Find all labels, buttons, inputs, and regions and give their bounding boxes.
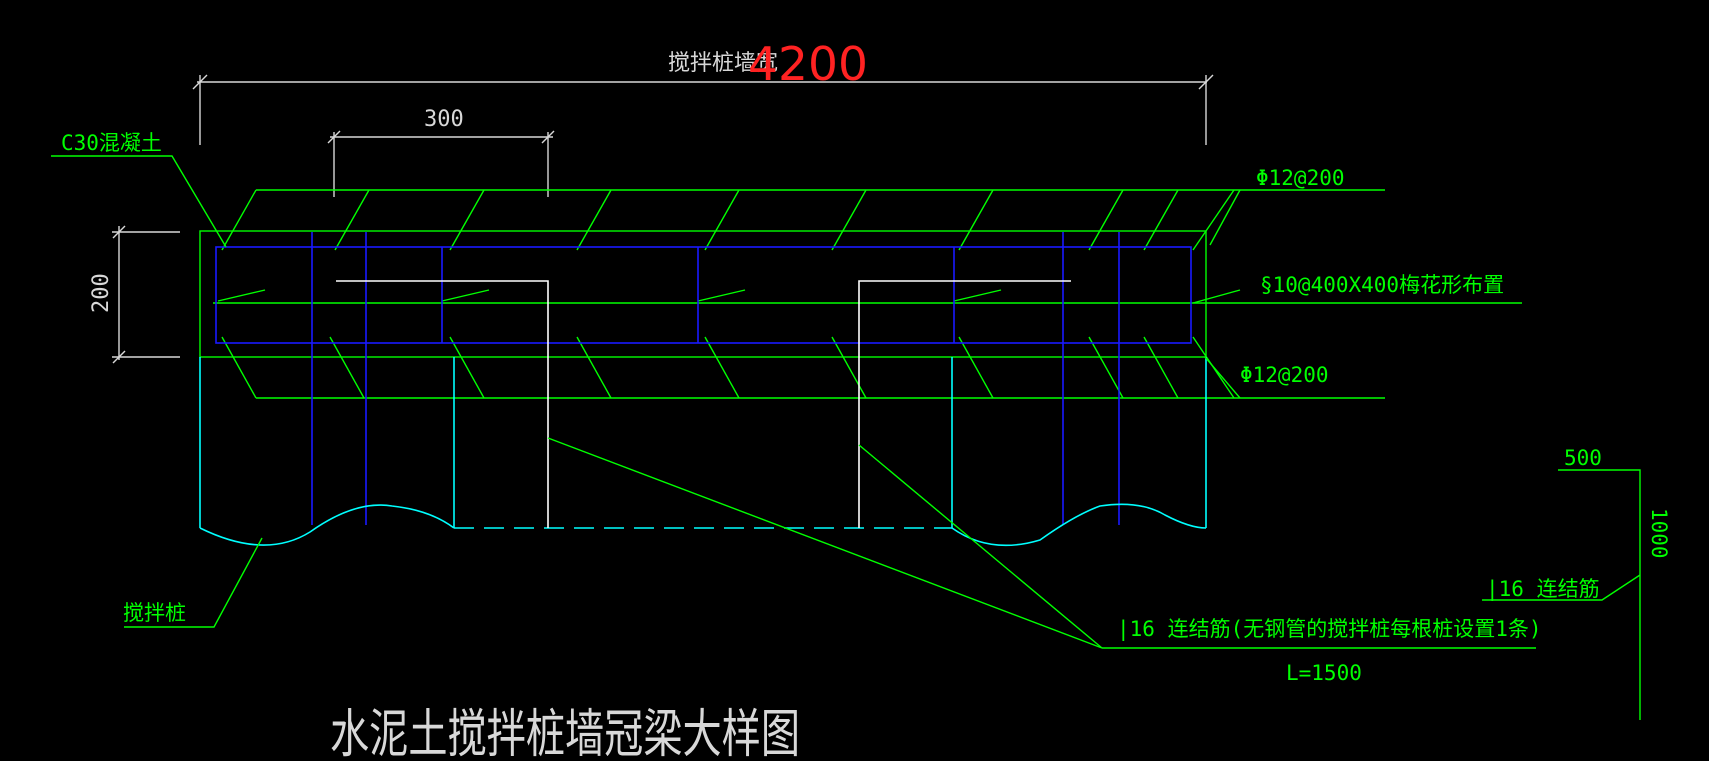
connector-length-label: L=1500	[1286, 661, 1362, 685]
tie-marks	[217, 289, 1002, 302]
spacing-label: 300	[424, 107, 464, 132]
top-stirrup-marks	[221, 189, 1235, 251]
bottom-stirrup-marks	[221, 336, 1235, 399]
detail-connector-label: |16 连结筋	[1486, 577, 1600, 602]
connector-detail	[1482, 469, 1641, 720]
detail-width-label: 500	[1564, 446, 1602, 470]
connector-bars	[336, 280, 1071, 528]
spacing-dimension	[327, 130, 555, 197]
pile-outline	[199, 357, 1207, 547]
tie-rebar-label: §10@400X400梅花形布置	[1260, 273, 1504, 297]
rebar-cage	[215, 232, 1192, 525]
leader-lines	[51, 155, 1536, 649]
top-rebar-label: Φ12@200	[1256, 166, 1345, 190]
beam-outline	[199, 189, 1522, 399]
beam-height-label: 200	[89, 273, 114, 313]
wall-width-label: 搅拌桩墙宽	[668, 51, 778, 76]
beam-height-dimension	[112, 225, 180, 364]
pile-label: 搅拌桩	[123, 601, 186, 625]
wall-width-dimension	[192, 74, 1214, 145]
detail-height-label: 1000	[1647, 508, 1671, 559]
bottom-rebar-label: Φ12@200	[1240, 363, 1329, 387]
drawing-title: 水泥土搅拌桩墙冠梁大样图	[330, 705, 800, 761]
connector-label: |16 连结筋(无钢管的搅拌桩每根桩设置1条)	[1117, 617, 1542, 642]
wall-width-value: 4200	[748, 37, 868, 91]
concrete-label: C30混凝土	[61, 131, 162, 155]
